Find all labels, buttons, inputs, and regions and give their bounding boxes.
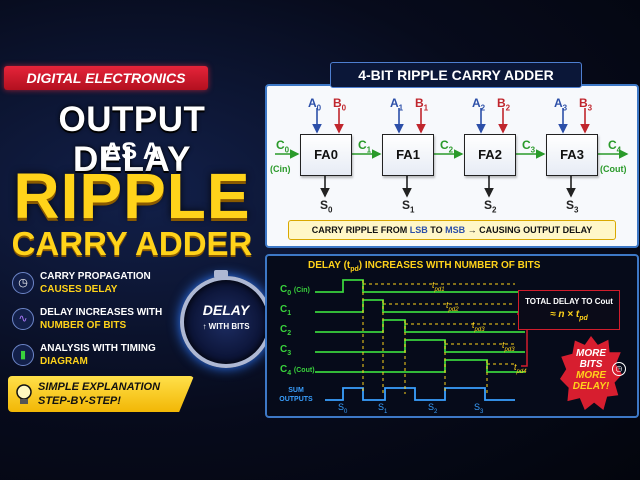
sum-label: S3: [566, 198, 579, 215]
title-line-4: CARRY ADDER: [11, 225, 253, 262]
cout-label: (Cout): [600, 164, 627, 174]
timing-title: DELAY (tpd) INCREASES WITH NUMBER OF BIT…: [308, 260, 541, 273]
stopwatch-line1: DELAY: [202, 302, 250, 318]
full-adder-block: FA0: [300, 134, 352, 176]
banner-line2: STEP-BY-STEP!: [38, 395, 121, 407]
lightbulb-icon: [16, 384, 32, 404]
tpd-label: tpd2: [446, 300, 459, 313]
sum-tick: S1: [378, 402, 388, 415]
timing-waveforms: [315, 279, 528, 401]
signal-label: C2: [280, 324, 292, 337]
title-line-1: OUTPUT DELAY: [58, 100, 206, 179]
cin-label: (Cin): [270, 164, 291, 174]
input-a-label: A0: [308, 96, 322, 113]
waveform-icon: ∿: [12, 308, 34, 330]
full-adder-block: FA3: [546, 134, 598, 176]
sum-tick: S2: [428, 402, 438, 415]
signal-label: C0 (Cin): [280, 284, 310, 297]
total-delay-formula: ≈ n × tpd: [550, 309, 588, 322]
category-tag: DIGITAL ELECTRONICS: [4, 66, 208, 90]
input-b-label: B3: [579, 96, 593, 113]
input-a-label: A3: [554, 96, 568, 113]
signal-label: C1: [280, 304, 292, 317]
timer-icon: ◷: [612, 362, 626, 376]
input-a-label: A2: [472, 96, 486, 113]
explanation-banner: SIMPLE EXPLANATION STEP-BY-STEP!: [8, 376, 194, 412]
sum-label: S1: [402, 198, 415, 215]
feature-item: ◷ CARRY PROPAGATION CAUSES DELAY: [12, 270, 172, 300]
tpd-label: tpd3: [502, 340, 515, 353]
carry-label: C0: [276, 138, 290, 155]
total-delay-note: TOTAL DELAY TO Cout ≈ n × tpd: [518, 290, 620, 330]
title-line-3: RIPPLE: [13, 160, 251, 232]
ripple-caption: CARRY RIPPLE FROM LSB TO MSB → CAUSING O…: [288, 220, 616, 240]
total-delay-label: TOTAL DELAY TO Cout: [525, 297, 613, 306]
clock-icon: ◷: [12, 272, 34, 294]
carry-label: C1: [358, 138, 372, 155]
stopwatch-crown: [214, 270, 228, 278]
feature-line1: DELAY INCREASES WITH: [40, 307, 163, 318]
tpd-label: tpd1: [432, 280, 445, 293]
carry-label: C3: [522, 138, 536, 155]
tpd-label: tpd4: [514, 362, 527, 375]
feature-item: ∿ DELAY INCREASES WITH NUMBER OF BITS: [12, 306, 172, 336]
full-adder-block: FA2: [464, 134, 516, 176]
feature-line2: CAUSES DELAY: [40, 284, 118, 295]
sum-label: S2: [484, 198, 497, 215]
adder-wiring: [275, 108, 629, 198]
bar-chart-icon: ▮: [12, 344, 34, 366]
carry-label: C2: [440, 138, 454, 155]
feature-line1: CARRY PROPAGATION: [40, 271, 151, 282]
input-b-label: B0: [333, 96, 347, 113]
feature-item: ▮ ANALYSIS WITH TIMING DIAGRAM: [12, 342, 172, 372]
tpd-label: tpd3: [472, 320, 485, 333]
sum-tick: S3: [474, 402, 484, 415]
signal-label: C3: [280, 344, 292, 357]
sum-tick: S0: [338, 402, 348, 415]
input-b-label: B1: [415, 96, 429, 113]
banner-line1: SIMPLE EXPLANATION: [38, 381, 161, 393]
title-line-2: AS A: [103, 138, 161, 165]
feature-line2: NUMBER OF BITS: [40, 320, 127, 331]
input-a-label: A1: [390, 96, 404, 113]
stopwatch: DELAY ↑ WITH BITS: [180, 276, 272, 368]
feature-line1: ANALYSIS WITH TIMING: [40, 343, 156, 354]
carry-label: C4: [608, 138, 622, 155]
stopwatch-line2: ↑ WITH BITS: [202, 322, 250, 331]
sum-label: S0: [320, 198, 333, 215]
input-b-label: B2: [497, 96, 511, 113]
full-adder-block: FA1: [382, 134, 434, 176]
adder-title: 4-BIT RIPPLE CARRY ADDER: [330, 62, 582, 88]
feature-line2: DIAGRAM: [40, 356, 88, 367]
signal-label: C4 (Cout): [280, 364, 315, 377]
